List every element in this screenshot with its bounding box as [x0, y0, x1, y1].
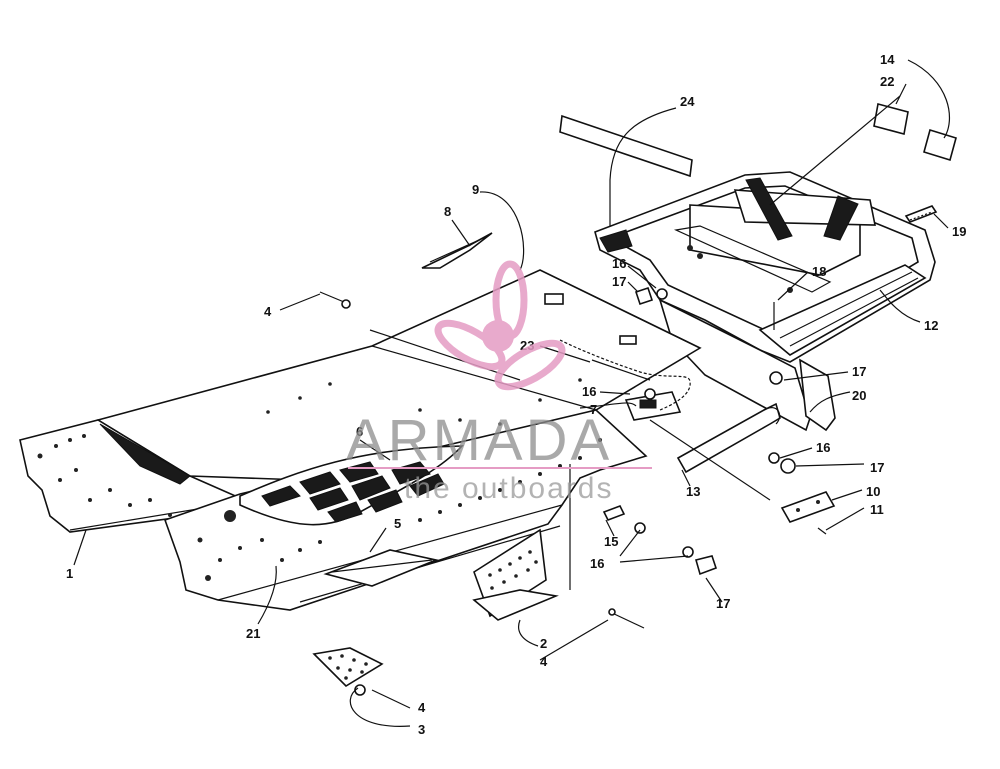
part-16-washer [656, 288, 668, 300]
part-17-nut [634, 286, 654, 306]
part-23-wire-harness [559, 339, 691, 411]
callout-20: 20 [852, 388, 866, 403]
callout-22: 22 [880, 74, 894, 89]
callout-14: 14 [880, 52, 895, 67]
part-1-tunnel-side [19, 419, 242, 533]
propeller-logo [434, 260, 566, 391]
callout-15: 15 [604, 534, 618, 549]
part-2-bracket [472, 528, 559, 621]
callout-5: 5 [394, 516, 401, 531]
callout-16: 16 [816, 440, 830, 455]
leader-lines [73, 59, 951, 727]
callout-16: 16 [582, 384, 596, 399]
callout-6: 6 [356, 424, 363, 439]
callout-4: 4 [418, 700, 426, 715]
part-17-nut [780, 458, 796, 474]
part-12-rear-bumper [594, 171, 936, 432]
part-16-washer [634, 522, 646, 534]
watermark-tagline: the outboards [404, 472, 613, 505]
callout-4: 4 [264, 304, 272, 319]
part-11-screw [817, 527, 827, 535]
callout-16: 16 [612, 256, 626, 271]
callout-1: 1 [66, 566, 73, 581]
deck-clip [619, 335, 637, 345]
part-15-bolt [602, 504, 626, 522]
part-8-bracket [421, 232, 493, 269]
rivet-holes [37, 378, 602, 581]
callout-9: 9 [472, 182, 479, 197]
armada-watermark: ARMADA the outboards [346, 260, 652, 505]
callout-18: 18 [812, 264, 826, 279]
part-13-hitch-rod [676, 402, 781, 474]
callout-10: 10 [866, 484, 880, 499]
callout-8: 8 [444, 204, 451, 219]
tunnel-assembly [19, 269, 702, 611]
part-10-license-plate-bracket [780, 491, 836, 523]
callout-13: 13 [686, 484, 700, 499]
callout-4: 4 [540, 654, 548, 669]
part-3-plate [312, 647, 384, 688]
callout-24: 24 [680, 94, 695, 109]
callout-21: 21 [246, 626, 260, 641]
part-16-washer [768, 452, 780, 464]
part-5-heat-exchanger-opening [323, 549, 439, 587]
part-12-step-pad [758, 264, 927, 356]
callout-17: 17 [612, 274, 626, 289]
part-17-nut [769, 371, 783, 385]
part-4-rivet [319, 291, 345, 303]
watermark-brand: ARMADA [346, 408, 612, 473]
callout-3: 3 [418, 722, 425, 737]
part-14-decal [923, 128, 957, 162]
part-19-bolt [904, 205, 938, 223]
callout-17: 17 [870, 460, 884, 475]
part-16-washer [682, 546, 694, 558]
part-16-washer [644, 388, 656, 400]
callout-16: 16 [590, 556, 604, 571]
deck-clip [544, 293, 564, 305]
part-4-rivet [354, 684, 366, 696]
part-24-strip-decal [559, 114, 693, 178]
callout-17: 17 [716, 596, 730, 611]
callout-7: 7 [590, 402, 597, 417]
callout-labels: 1 2 3 4 4 4 4 5 6 7 8 9 10 11 12 13 14 1… [66, 52, 966, 737]
part-4-rivet [609, 611, 645, 629]
callout-17: 17 [852, 364, 866, 379]
part-17-nut [695, 555, 718, 576]
part-22-decal [873, 103, 909, 135]
callout-12: 12 [924, 318, 938, 333]
callout-19: 19 [952, 224, 966, 239]
callout-2: 2 [540, 636, 547, 651]
callout-11: 11 [870, 502, 884, 517]
